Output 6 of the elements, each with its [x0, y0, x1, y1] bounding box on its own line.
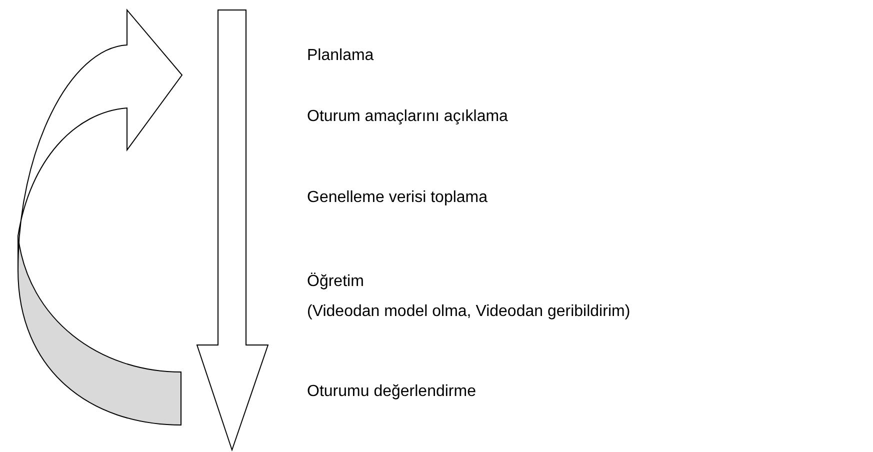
step-label: Genelleme verisi toplama: [307, 188, 488, 208]
step-label: Oturumu değerlendirme: [307, 382, 476, 402]
step-label: (Videodan model olma, Videodan geribildirim): [307, 302, 630, 322]
step-label: Planlama: [307, 46, 374, 66]
step-label: Oturum amaçlarını açıklama: [307, 107, 508, 127]
step-label: Öğretim: [307, 272, 364, 292]
